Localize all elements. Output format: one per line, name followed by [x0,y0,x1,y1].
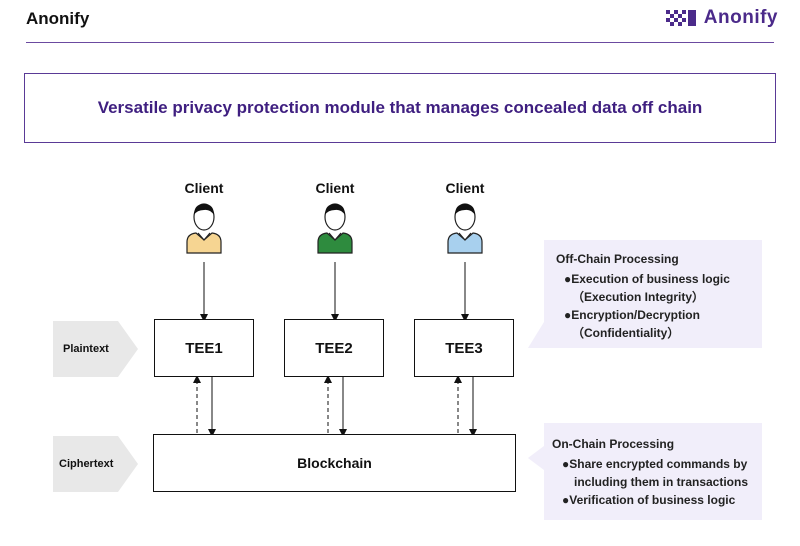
client-label-3: Client [445,180,485,196]
on-chain-item-1-cont: including them in transactions [574,475,749,489]
off-chain-pointer [528,322,544,348]
off-chain-item-1: ●Execution of business logic [564,272,730,286]
off-chain-item-2: ●Encryption/Decryption [564,308,700,322]
client-2-person-icon [317,203,353,254]
blockchain-box: Blockchain [153,434,516,492]
off-chain-panel: Off-Chain Processing ●Execution of busin… [544,240,762,348]
plaintext-label: Plaintext [63,343,109,355]
banner: Versatile privacy protection module that… [24,73,776,143]
client-1-person-icon [186,203,222,254]
tee3-label: TEE3 [445,339,483,357]
on-chain-item-1: ●Share encrypted commands by [562,457,748,471]
client-3-person-icon [447,203,483,254]
checker-logo-icon [665,10,696,26]
blockchain-label: Blockchain [297,455,372,471]
off-chain-item-1-detail: （Execution Integrity） [572,290,705,304]
off-chain-item-2-detail: （Confidentiality） [572,326,680,340]
logo-text: Anonify [703,7,778,28]
on-chain-item-2: ●Verification of business logic [562,493,736,507]
on-chain-heading: On-Chain Processing [552,437,675,451]
on-chain-panel: On-Chain Processing ●Share encrypted com… [544,423,762,520]
on-chain-pointer [528,446,544,470]
ciphertext-label-shape [53,436,138,492]
tee2-box: TEE2 [284,319,384,377]
off-chain-heading: Off-Chain Processing [556,252,679,266]
tee2-label: TEE2 [315,339,353,357]
header-divider [26,42,774,43]
ciphertext-label: Ciphertext [59,458,114,470]
client-label-2: Client [315,180,355,196]
tee3-box: TEE3 [414,319,514,377]
banner-text: Versatile privacy protection module that… [97,98,703,117]
page-title: Anonify [26,9,90,28]
client-label-1: Client [184,180,224,196]
plaintext-label-shape [53,321,138,377]
tee1-box: TEE1 [154,319,254,377]
tee1-label: TEE1 [185,339,223,357]
logo: Anonify [665,7,778,29]
